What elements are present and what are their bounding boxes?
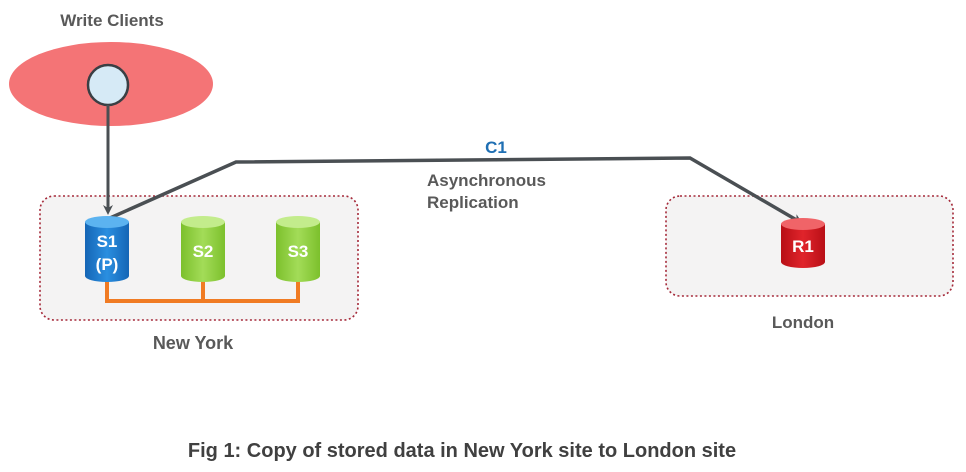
node-s1-label: S1 [97, 232, 118, 251]
node-r1: R1 [781, 218, 825, 268]
connection-id-label: C1 [485, 138, 507, 157]
figure-caption: Fig 1: Copy of stored data in New York s… [188, 440, 736, 462]
client-node [86, 63, 130, 107]
node-s3-label: S3 [288, 242, 309, 261]
node-r1-label: R1 [792, 237, 814, 256]
connection-type-line1: Asynchronous [427, 171, 546, 190]
node-s2: S2 [181, 216, 225, 282]
new-york-label: New York [153, 333, 234, 353]
node-s3: S3 [276, 216, 320, 282]
node-s1-role: (P) [96, 255, 119, 274]
write-clients-label: Write Clients [60, 11, 164, 30]
new-york-bus [105, 279, 300, 303]
replication-arrow [109, 156, 803, 224]
node-s1-primary: S1 (P) [85, 216, 129, 282]
node-s2-label: S2 [193, 242, 214, 261]
london-label: London [772, 313, 834, 332]
connection-type-line2: Replication [427, 193, 519, 212]
